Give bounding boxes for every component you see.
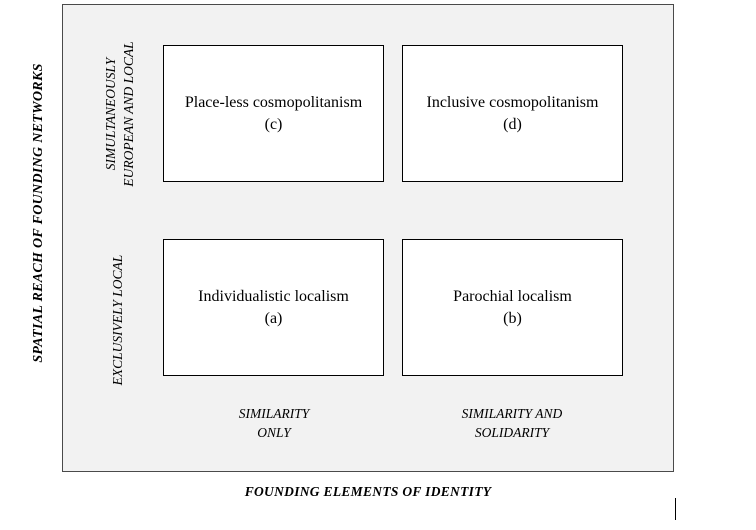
edge-line-fragment bbox=[675, 498, 676, 520]
row-label-exclusively-local: EXCLUSIVELY LOCAL bbox=[110, 254, 125, 386]
row-label-european-and-local: SIMULTANEOUSLY EUROPEAN AND LOCAL bbox=[102, 29, 140, 199]
quadrant-c-title: Place-less cosmopolitanism bbox=[184, 93, 363, 111]
quadrant-b-title: Parochial localism bbox=[453, 287, 572, 305]
quadrant-b-box: Parochial localism (b) bbox=[402, 239, 623, 376]
quadrant-a-title: Individualistic localism bbox=[198, 287, 349, 305]
quadrant-a-box: Individualistic localism (a) bbox=[163, 239, 384, 376]
row-label-european-line-1: SIMULTANEOUSLY bbox=[103, 57, 118, 171]
y-axis-title: SPATIAL REACH OF FOUNDING NETWORKS bbox=[31, 63, 46, 363]
column-label-solidarity-line-1: SIMILARITY AND bbox=[461, 406, 563, 421]
quadrant-c-letter: (c) bbox=[264, 115, 283, 133]
column-label-similarity-only: SIMILARITY ONLY bbox=[184, 404, 364, 442]
column-label-similarity-and-solidarity: SIMILARITY AND SOLIDARITY bbox=[422, 404, 602, 442]
row-label-european-line-2: EUROPEAN AND LOCAL bbox=[121, 41, 136, 187]
column-label-solidarity-line-2: SOLIDARITY bbox=[474, 425, 550, 440]
quadrant-b-letter: (b) bbox=[503, 309, 522, 327]
column-label-similarity-only-line-1: SIMILARITY bbox=[238, 406, 310, 421]
quadrant-c-box: Place-less cosmopolitanism (c) bbox=[163, 45, 384, 182]
quadrant-d-box: Inclusive cosmopolitanism (d) bbox=[402, 45, 623, 182]
column-label-similarity-only-line-2: ONLY bbox=[257, 425, 291, 440]
quadrant-d-letter: (d) bbox=[503, 115, 522, 133]
quadrant-d-title: Inclusive cosmopolitanism bbox=[426, 93, 599, 111]
x-axis-title: FOUNDING ELEMENTS OF IDENTITY bbox=[244, 484, 492, 499]
quadrant-a-letter: (a) bbox=[264, 309, 283, 327]
